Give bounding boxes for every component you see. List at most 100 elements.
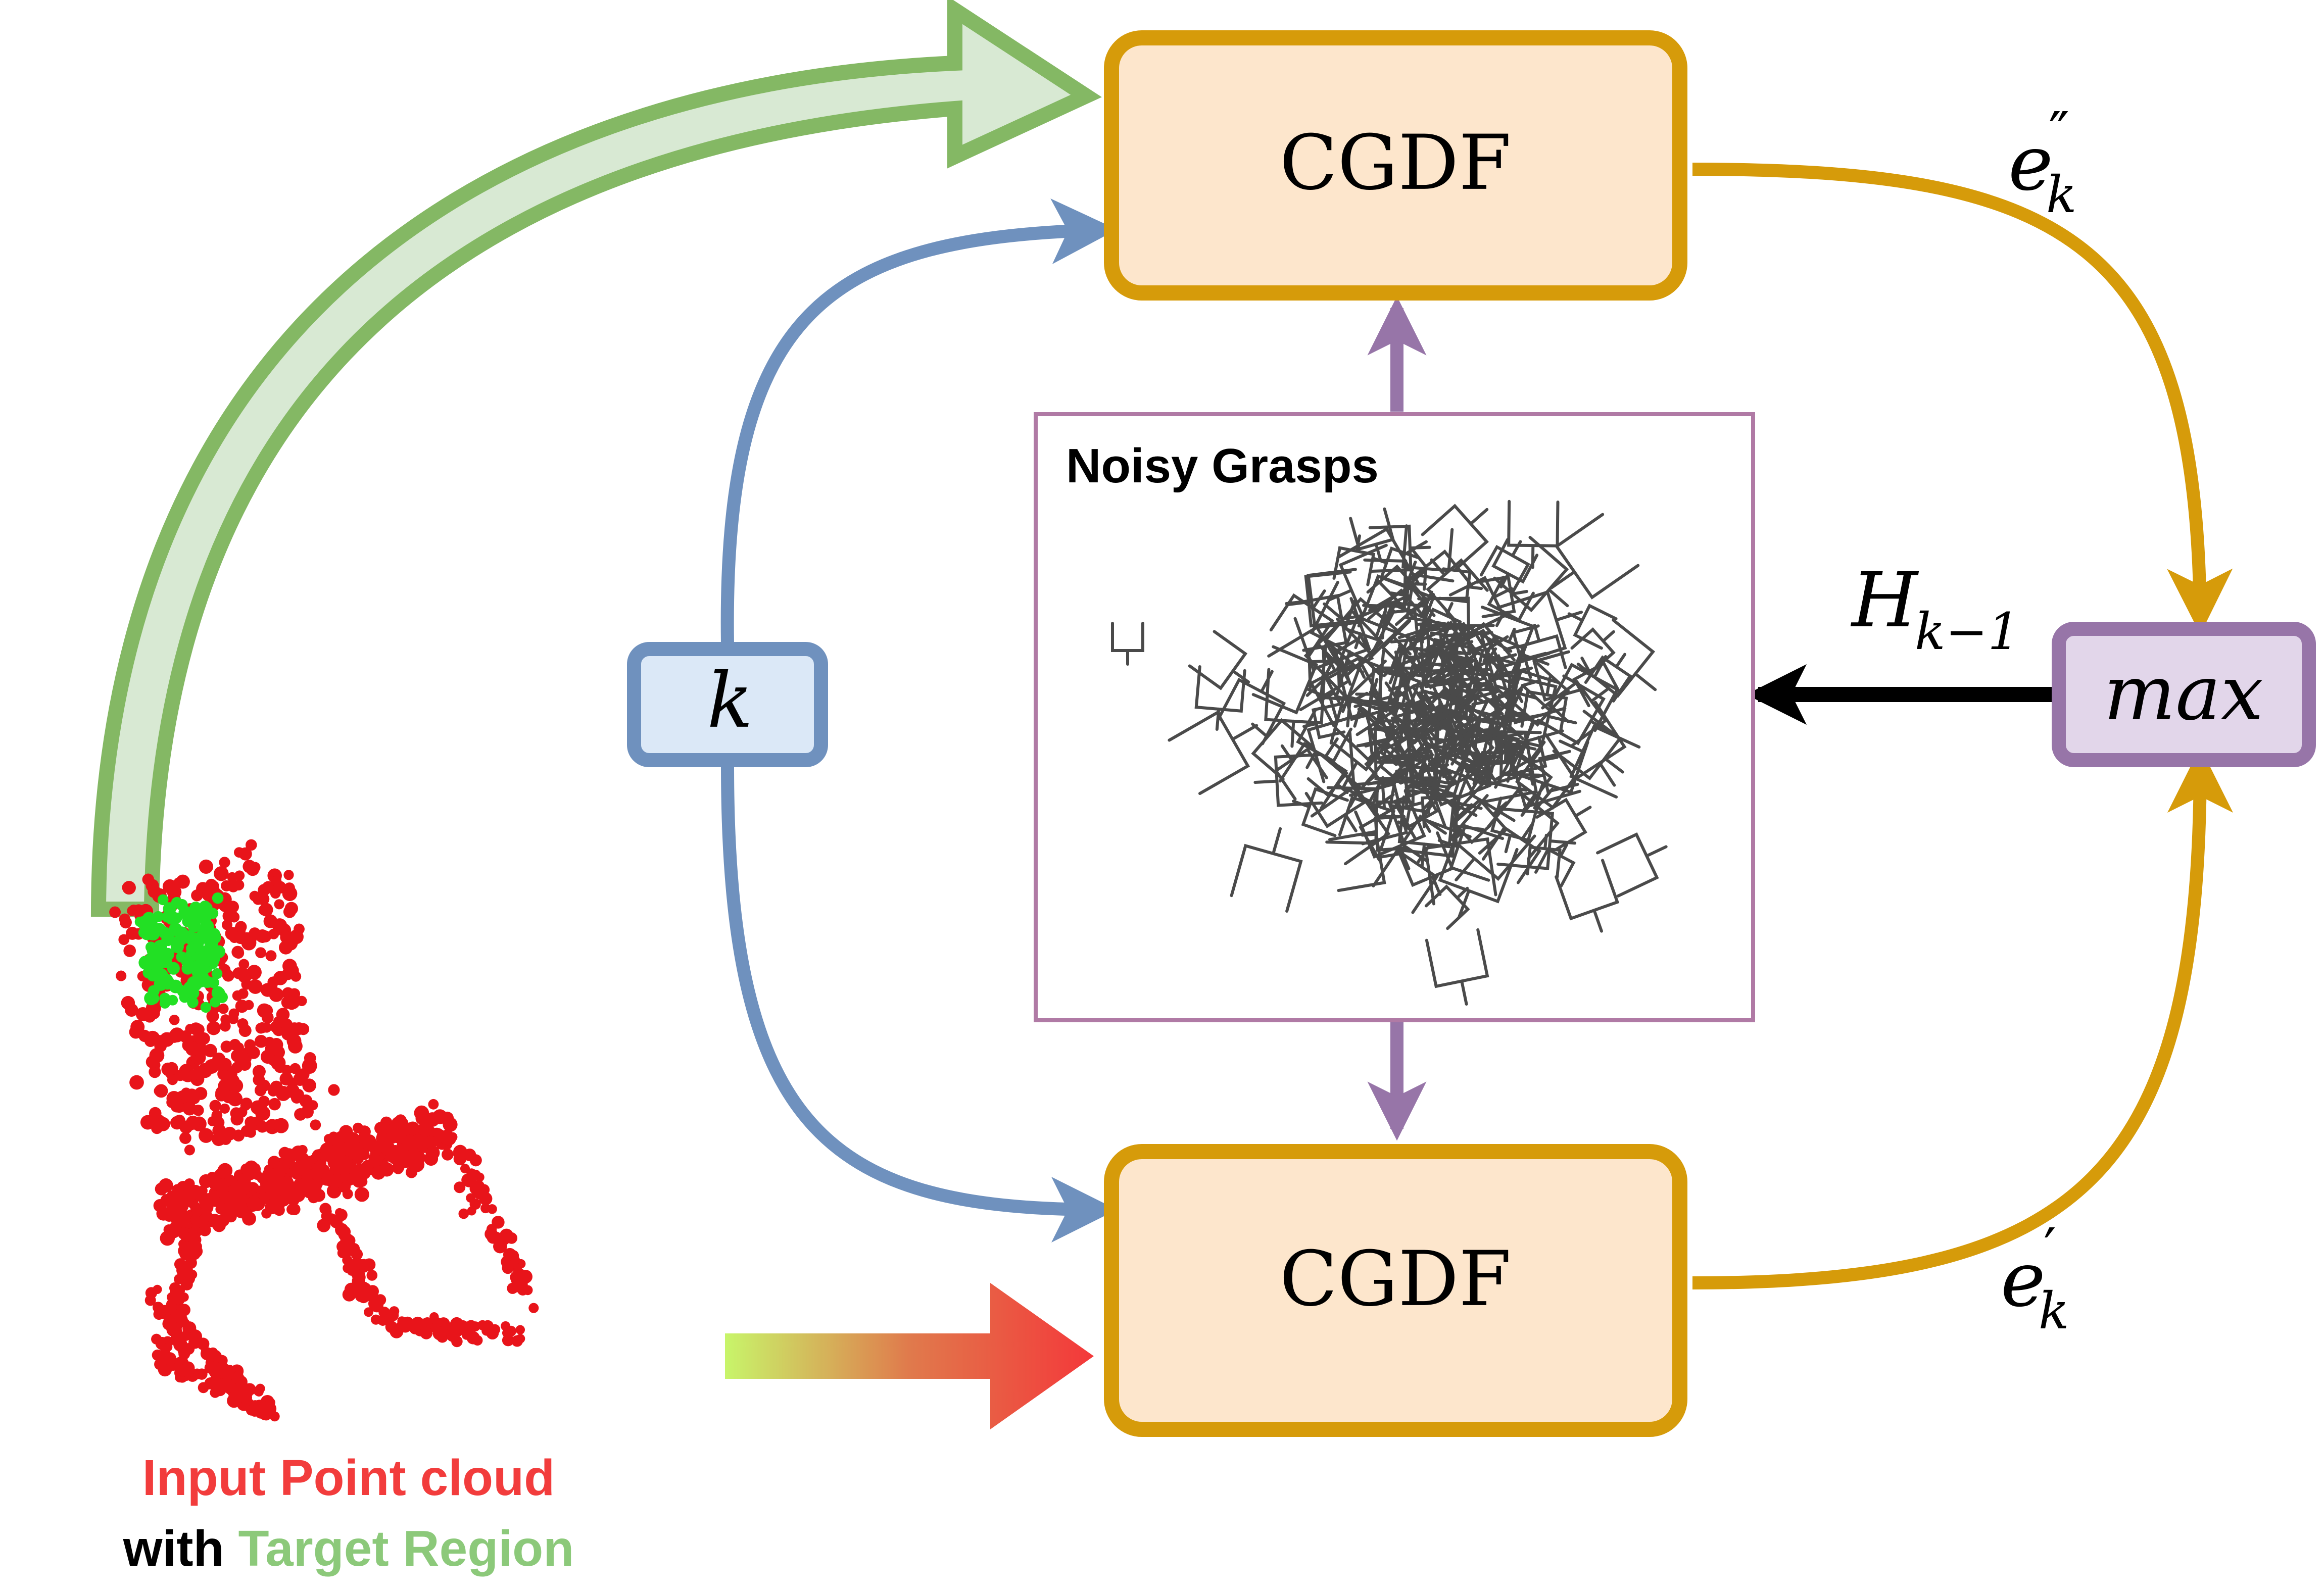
point <box>207 928 221 941</box>
point <box>285 995 300 1010</box>
point <box>353 1122 364 1133</box>
point <box>230 1107 243 1120</box>
point <box>151 1122 163 1134</box>
point <box>493 1239 507 1254</box>
max-label: max <box>2104 650 2263 737</box>
point <box>170 1116 184 1130</box>
point <box>214 866 229 881</box>
point <box>304 1052 316 1064</box>
grasp-glyph <box>1515 748 1578 812</box>
point <box>283 882 295 894</box>
point <box>127 906 137 916</box>
point <box>181 962 194 975</box>
point <box>226 901 239 913</box>
point <box>346 1162 358 1174</box>
grasp-glyph <box>1251 718 1313 781</box>
point <box>206 1021 221 1035</box>
point <box>163 902 176 916</box>
point <box>215 1089 228 1102</box>
point <box>221 968 232 979</box>
point <box>167 962 180 975</box>
point <box>148 884 161 898</box>
grasp-glyph <box>1584 653 1632 703</box>
point <box>281 931 294 943</box>
point <box>357 1133 368 1144</box>
caption-line-2: with Target Region <box>123 1520 574 1577</box>
point <box>289 1063 301 1074</box>
point <box>368 1296 382 1311</box>
grasp-glyph <box>1493 536 1569 613</box>
point <box>187 997 199 1008</box>
point <box>287 1077 298 1088</box>
point <box>274 1061 286 1073</box>
point <box>513 1275 527 1289</box>
e-double-prime-arrow <box>1692 163 2233 634</box>
grasp-glyph <box>1267 625 1359 711</box>
grasp-glyph <box>1521 650 1581 702</box>
point <box>278 940 293 955</box>
point <box>184 910 197 922</box>
point <box>469 1154 482 1167</box>
point <box>177 985 189 997</box>
grasp-glyph <box>1349 507 1395 561</box>
input-point-cloud <box>109 839 539 1422</box>
point <box>454 1181 466 1194</box>
grasp-glyph <box>1437 824 1505 882</box>
point <box>212 892 224 904</box>
point <box>287 1038 303 1054</box>
point <box>219 1191 232 1204</box>
point <box>310 1167 324 1180</box>
point <box>269 987 284 1002</box>
point <box>185 1041 200 1056</box>
caption-target-region: Target Region <box>238 1520 574 1577</box>
cgdf-top-label: CGDF <box>1280 119 1512 207</box>
point <box>215 1361 229 1376</box>
point <box>211 1110 223 1121</box>
point <box>328 1084 340 1096</box>
point <box>123 944 136 957</box>
grasp-glyph <box>1330 631 1374 679</box>
point <box>480 1321 491 1332</box>
point <box>450 1317 463 1330</box>
point <box>370 1314 381 1325</box>
point <box>192 1024 205 1036</box>
point <box>220 1040 233 1053</box>
point <box>185 1024 196 1034</box>
point <box>366 1270 378 1281</box>
point <box>320 1142 334 1157</box>
point <box>466 1193 476 1203</box>
point <box>278 1147 291 1159</box>
k-label: k <box>707 657 753 745</box>
point <box>273 1118 289 1133</box>
point <box>411 1134 424 1147</box>
grasp-glyph <box>1576 618 1657 698</box>
point <box>232 1129 245 1142</box>
point <box>389 1128 405 1143</box>
point <box>342 1255 353 1265</box>
point <box>354 1187 369 1202</box>
point <box>228 1008 239 1019</box>
point <box>262 1402 276 1416</box>
point <box>202 905 212 916</box>
grasp-glyph <box>1535 798 1592 851</box>
point <box>268 1098 281 1111</box>
point <box>159 992 171 1005</box>
point <box>310 1119 321 1131</box>
point <box>143 1010 156 1023</box>
point <box>425 1112 440 1127</box>
point <box>255 947 266 959</box>
point <box>487 1231 500 1244</box>
noisy-grasps-title: Noisy Grasps <box>1066 439 1379 493</box>
point <box>254 1084 267 1097</box>
point <box>166 1190 181 1206</box>
point <box>342 1188 353 1200</box>
point <box>126 926 139 940</box>
point <box>219 1103 230 1114</box>
point <box>231 1371 245 1384</box>
point <box>430 1323 440 1333</box>
point <box>289 929 304 944</box>
grasp-glyph <box>1348 782 1424 846</box>
point <box>142 873 155 886</box>
grasp-glyph <box>1168 710 1258 795</box>
point <box>379 1162 393 1175</box>
